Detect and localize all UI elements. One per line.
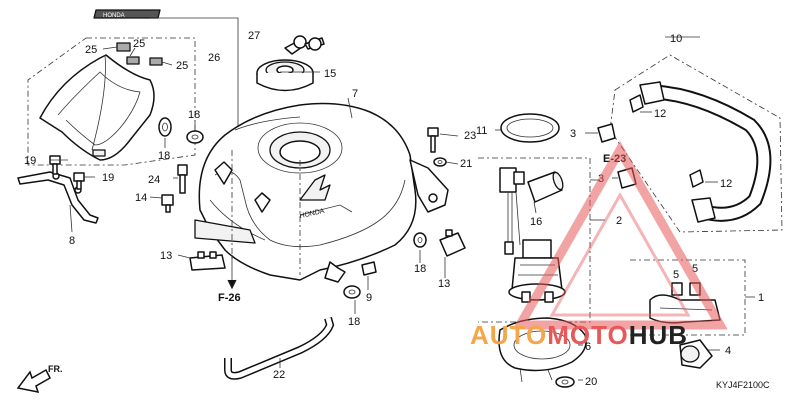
callout-19b: 19 (102, 172, 114, 184)
fuel-tank: HONDA (194, 102, 449, 283)
emblem-decal-text: HONDA (103, 13, 125, 19)
ref-f26: F-26 (218, 292, 241, 304)
callout-15: 15 (324, 68, 336, 80)
callout-23: 23 (464, 130, 476, 142)
callout-19a: 19 (24, 155, 36, 167)
watermark-part3: HUB (629, 320, 688, 350)
washer-21 (433, 157, 447, 167)
bolt-19b (73, 172, 85, 190)
rubber-9 (361, 261, 377, 276)
callout-25b: 25 (133, 38, 145, 50)
grommet-18d (343, 285, 361, 299)
fuel-hose (639, 81, 772, 223)
decal-25c (149, 57, 163, 66)
callout-9: 9 (366, 292, 372, 304)
callout-26: 26 (208, 52, 220, 64)
tank-shroud (39, 54, 155, 161)
callout-14: 14 (135, 192, 147, 204)
callout-8: 8 (69, 235, 75, 247)
tank-bracket (17, 171, 99, 224)
callout-1: 1 (758, 292, 764, 304)
sensor-harness (499, 167, 525, 255)
callout-13b: 13 (438, 278, 450, 290)
gasket-11 (500, 113, 560, 143)
bolt-19a (49, 155, 61, 175)
clamp-13a (189, 251, 226, 271)
regulator-4 (679, 339, 713, 369)
decal-25a (116, 42, 131, 52)
decal-25b (126, 56, 140, 65)
breather-tube (224, 316, 335, 380)
callout-6: 6 (585, 341, 591, 353)
callout-25c: 25 (176, 60, 188, 72)
callout-13a: 13 (160, 250, 172, 262)
grommet-18b (186, 130, 204, 144)
callout-4: 4 (725, 345, 731, 357)
clamp-13b (439, 229, 466, 257)
grommet-18c (413, 232, 427, 248)
front-direction-arrow: FR. (16, 364, 63, 393)
callout-18c: 18 (414, 263, 426, 275)
nut-14 (161, 194, 174, 213)
pump-plate (498, 317, 587, 383)
clip-12a (629, 94, 644, 113)
fuel-cap-keys (284, 35, 325, 55)
callout-2: 2 (616, 215, 622, 227)
leader-lines (50, 36, 755, 381)
callout-18b: 18 (158, 150, 170, 162)
callout-16: 16 (530, 216, 542, 228)
front-direction-label: FR. (48, 364, 63, 374)
diagram-code: KYJ4F2100C (716, 380, 770, 390)
callout-5a: 5 (673, 269, 679, 281)
callout-11: 11 (476, 125, 487, 137)
callout-7: 7 (352, 88, 358, 100)
nut-20 (555, 376, 575, 388)
bolt-23 (427, 127, 439, 153)
clip-12b (689, 169, 704, 188)
callout-3a: 3 (570, 128, 576, 140)
callout-27: 27 (248, 30, 260, 42)
callout-12b: 12 (720, 178, 732, 190)
joint-3a (597, 123, 616, 143)
fuel-cap (256, 59, 314, 92)
callout-20: 20 (585, 376, 597, 388)
callout-21: 21 (460, 158, 472, 170)
watermark-part1: AUTO (470, 320, 547, 350)
callout-24: 24 (148, 174, 160, 186)
callout-5b: 5 (692, 263, 698, 275)
watermark-text: AUTOMOTOHUB (470, 320, 688, 350)
bolt-24 (177, 164, 188, 194)
grommet-18a (158, 117, 172, 137)
callout-18d: 18 (348, 316, 360, 328)
callout-10: 10 (670, 33, 682, 45)
callout-25a: 25 (85, 44, 97, 56)
callout-18a: 18 (188, 109, 200, 121)
clip-5a (671, 282, 683, 296)
callout-12a: 12 (654, 108, 666, 120)
watermark-part2: MOTO (547, 320, 629, 350)
filter-16 (527, 171, 564, 203)
callout-22: 22 (273, 369, 285, 381)
watermark: AUTOMOTOHUB (470, 140, 728, 350)
